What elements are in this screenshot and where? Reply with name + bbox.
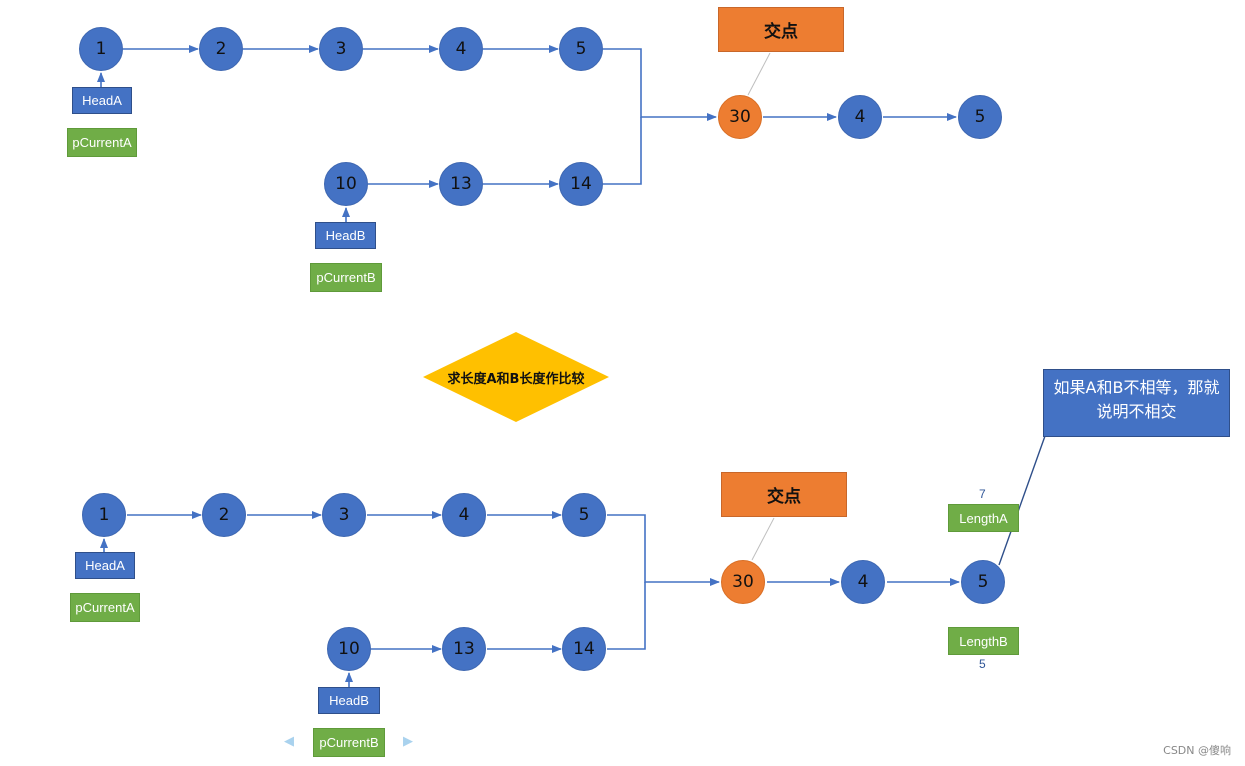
callout-line — [747, 52, 771, 96]
node-a4: 4 — [439, 27, 483, 71]
node-intersection: 30 — [718, 95, 762, 139]
node-a3: 3 — [319, 27, 363, 71]
node-b3: 14 — [559, 162, 603, 206]
caret-left-icon[interactable]: ◀ — [284, 734, 294, 749]
current-b-label: pCurrentB — [310, 263, 382, 292]
node-intersection: 30 — [721, 560, 765, 604]
length-b-value: 5 — [979, 657, 986, 671]
head-b-label: HeadB — [318, 687, 380, 714]
node-a1: 1 — [79, 27, 123, 71]
merge-connector — [603, 48, 717, 121]
node-b1: 10 — [327, 627, 371, 671]
merge-connector — [603, 117, 642, 185]
current-a-label: pCurrentA — [70, 593, 140, 622]
head-b-label: HeadB — [315, 222, 376, 249]
node-a4: 4 — [442, 493, 486, 537]
node-shared-3: 5 — [961, 560, 1005, 604]
decision-diamond — [423, 332, 609, 422]
node-shared-2: 4 — [841, 560, 885, 604]
node-b1: 10 — [324, 162, 368, 206]
node-shared-3: 5 — [958, 95, 1002, 139]
intersection-label: 交点 — [721, 472, 847, 517]
length-a-label: LengthA — [948, 504, 1019, 532]
note-leader — [998, 435, 1046, 566]
caret-right-icon[interactable]: ▶ — [403, 734, 413, 749]
node-shared-2: 4 — [838, 95, 882, 139]
note-callout: 如果A和B不相等，那就说明不相交 — [1043, 369, 1230, 437]
decision-label: 求长度A和B长度作比较 — [447, 371, 585, 387]
current-b-label: pCurrentB — [313, 728, 385, 757]
head-a-label: HeadA — [75, 552, 135, 579]
node-a3: 3 — [322, 493, 366, 537]
watermark: CSDN @傻响 — [1163, 744, 1231, 757]
merge-connector — [607, 582, 646, 650]
merge-connector — [607, 514, 720, 586]
node-a1: 1 — [82, 493, 126, 537]
node-b3: 14 — [562, 627, 606, 671]
length-a-value: 7 — [979, 487, 986, 501]
node-b2: 13 — [442, 627, 486, 671]
head-a-label: HeadA — [72, 87, 132, 114]
length-b-label: LengthB — [948, 627, 1019, 655]
current-a-label: pCurrentA — [67, 128, 137, 157]
callout-line — [751, 517, 775, 561]
node-a2: 2 — [199, 27, 243, 71]
node-a5: 5 — [562, 493, 606, 537]
node-b2: 13 — [439, 162, 483, 206]
node-a5: 5 — [559, 27, 603, 71]
node-a2: 2 — [202, 493, 246, 537]
intersection-label: 交点 — [718, 7, 844, 52]
